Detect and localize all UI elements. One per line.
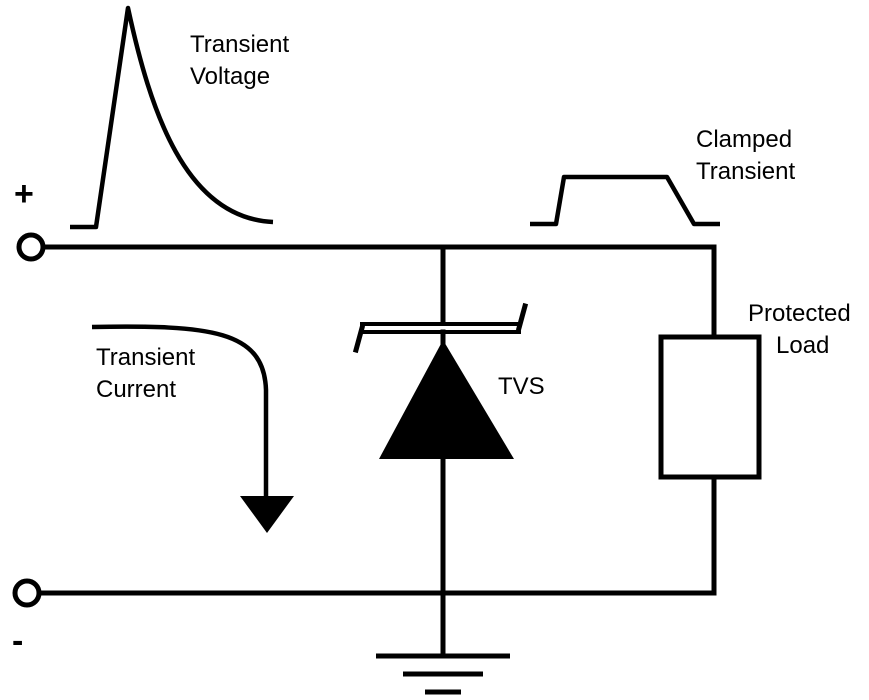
transient-current-line2: Current bbox=[96, 376, 176, 403]
transient-current-arrowhead bbox=[240, 496, 294, 533]
protected-load-resistor bbox=[658, 334, 762, 480]
positive-terminal bbox=[16, 232, 46, 262]
protected-load-label: Protected Load bbox=[748, 300, 857, 359]
transient-voltage-line1: Transient bbox=[190, 31, 289, 58]
protected-load-line1: Protected bbox=[748, 300, 851, 327]
tvs-diode-triangle bbox=[379, 340, 514, 459]
protected-load-line2: Load bbox=[776, 332, 829, 359]
transient-current-line1: Transient bbox=[96, 344, 195, 371]
negative-terminal bbox=[12, 578, 42, 608]
clamped-transient-line1: Clamped bbox=[696, 126, 792, 153]
clamped-transient-line2: Transient bbox=[696, 158, 795, 185]
plus-sign: + bbox=[14, 175, 34, 213]
transient-voltage-label: Transient Voltage bbox=[190, 31, 296, 90]
transient-current-arrow-path bbox=[91, 324, 269, 500]
clamped-transient-label: Clamped Transient bbox=[696, 126, 799, 185]
transient-voltage-line2: Voltage bbox=[190, 63, 270, 90]
transient-voltage-waveform bbox=[70, 5, 274, 230]
transient-current-label: Transient Current bbox=[96, 344, 202, 403]
tvs-label: TVS bbox=[498, 373, 545, 400]
clamped-transient-waveform bbox=[530, 174, 720, 227]
tvs-cathode-hook-right bbox=[515, 302, 529, 332]
minus-sign: - bbox=[12, 622, 23, 660]
tvs-cathode-hook-left bbox=[352, 324, 366, 354]
